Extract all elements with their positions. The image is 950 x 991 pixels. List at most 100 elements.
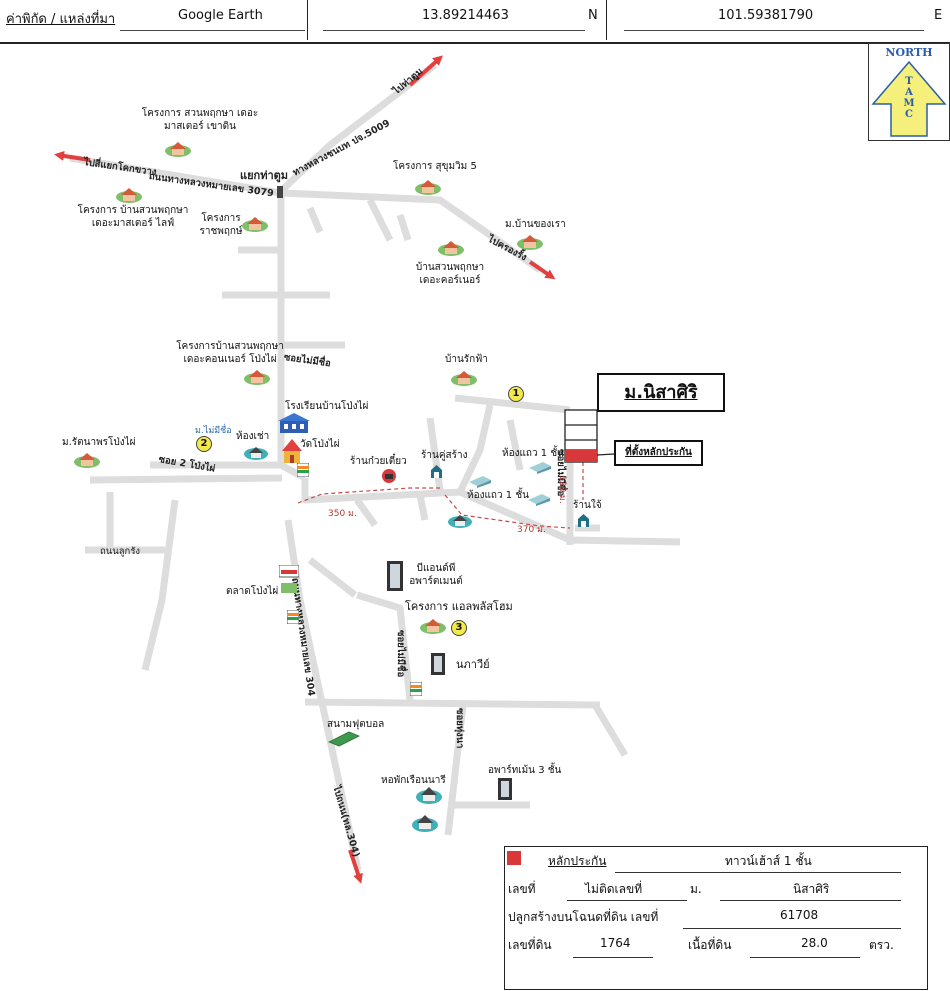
shophouse-icon [528,494,550,506]
compass-north-label: NORTH [885,46,933,59]
legend-deed-value: 61708 [780,908,819,922]
road-5009 [279,62,438,193]
place-label: ห้องแถว 1 ชั้น [502,448,564,459]
arrow-west [54,150,91,162]
noodle-shop-icon [382,469,396,483]
dist-line-370 [444,494,571,529]
legend-number-label: เลขที่ [508,882,536,896]
place-label: โครงการ ราชพฤกษ์ [199,213,243,237]
village-icon [165,142,191,157]
coordinate-source-label: ค่าพิกัด / แหล่งที่มา [6,12,116,27]
place-label: โครงการบ้านสวนพฤกษา เดอะคอนเนอร์ โป่งไผ่ [176,341,284,365]
road-network [54,55,681,884]
legend-land-number-value: 1764 [600,936,631,950]
marker-badge-2: 2 [196,436,212,452]
place-label: ตลาดโป่งไผ่ [226,586,279,597]
place-label: โครงการ สวนพฤกษา เดอะมาสเตอร์ เขาดิน [141,108,259,132]
place-label: ม.รัตนาพรโป่งไผ่ [62,437,136,448]
convenience-store-icon [410,682,422,696]
place-label: ร้านใจ้ [573,500,602,511]
legend-village-value: นิสาศิริ [793,882,830,896]
marker-badge-3: 3 [451,620,467,636]
place-label: ร้านก๋วยเตี๋ยว [350,456,407,467]
place-label: โครงการ บ้านสวนพฤกษา เดอะมาสเตอร์ ไลฟ์ [77,205,189,229]
village-icon [415,180,441,195]
shophouse-icon [529,462,551,474]
apartment-icon [387,561,403,591]
place-label: ห้องเช่า [236,431,270,442]
road-3079-west [69,154,281,197]
legend-area-unit: ตรว. [869,938,894,952]
arrow-north [408,55,443,87]
legend-area-value: 28.0 [801,936,828,950]
place-label: โรงเรียนบ้านโป่งไผ่ [285,401,369,412]
north-compass: NORTH T A M C [868,43,950,141]
rental-room-icon [448,515,472,528]
place-label: หอพักเรือนนารี [381,775,446,786]
place-label: โครงการ สุขุมวิม 5 [393,161,477,172]
apartment-icon [431,653,445,675]
distance-label: 120 ม. [557,475,567,504]
village-icon [116,188,142,203]
place-label: ม.ไม่มีชื่อ [195,426,232,436]
village-icon [242,217,268,232]
road-label: ซอยไม่มีชื่อ [395,630,406,678]
legend-land-number-label: เลขที่ดิน [508,938,552,952]
legend-type-label: หลักประกัน [548,854,607,868]
place-label: ร้านคู่สร้าง [421,450,468,461]
store-icon [431,465,442,478]
compass-letter: A [905,87,913,98]
convenience-store-icon [297,463,309,477]
school-icon [278,413,310,433]
compass-letter: T [905,76,913,87]
collateral-plot [565,450,597,462]
longitude-value: 101.59381790 [718,8,814,23]
road-label: ซอยทุ่งนา [454,708,465,749]
legend-village-label: ม. [690,882,702,896]
collateral-legend: หลักประกัน ทาวน์เฮ้าส์ 1 ชั้น เลขที่ ไม่… [504,846,928,990]
compass-letter: M [903,98,915,109]
place-label: สนามฟุตบอล [327,719,385,730]
target-village-title: ม.นิสาศิริ [597,373,725,412]
place-label: ห้องแถว 1 ชั้น [467,490,529,501]
collateral-swatch [507,851,521,865]
village-icon [451,371,477,386]
intersection-label: แยกท่าตูม [240,169,289,182]
arrow-east [528,260,556,280]
dormitory-icon [416,787,442,804]
temple-icon [282,439,302,463]
latitude-direction: N [588,8,598,23]
legend-deed-label: ปลูกสร้างบนโฉนดที่ดิน เลขที่ [508,910,659,924]
arrow-south [348,849,363,884]
compass-letter: C [905,109,913,120]
apartment-icon [498,778,512,800]
place-label: บ้านรักฟ้า [445,354,488,365]
football-field-icon [328,731,360,747]
road-label: ถนนลูกรัง [100,546,141,557]
north-arrow-icon [871,60,947,137]
rental-room-icon [244,447,268,460]
place-label: โครงการ แอลพลัสโฮม [405,600,513,613]
dormitory-icon [412,815,438,832]
village-icon [517,235,543,250]
place-label: อพาร์ทเม้น 3 ชั้น [488,765,562,776]
legend-type-value: ทาวน์เฮ้าส์ 1 ชั้น [725,854,812,868]
village-icon [420,619,446,634]
collateral-location-label: ที่ตั้งหลักประกัน [614,440,703,466]
marker-badge-1: 1 [508,386,524,402]
market-icon [279,565,299,593]
village-icon [438,241,464,256]
source-value: Google Earth [178,8,263,23]
place-label: ม.บ้านของเรา [505,219,566,230]
location-map: NORTH T A M C ไปท่าตูม ทางหลวงชนบท ปจ.50… [0,42,950,991]
road-304 [284,519,362,871]
store-icon [578,514,589,527]
place-label: วัดโป่งไผ่ [300,439,340,450]
shophouse-icon [469,476,491,488]
legend-number-value: ไม่ติดเลขที่ [585,882,643,896]
distance-label: 370 ม. [517,525,546,535]
distance-label: 350 ม. [328,509,357,519]
latitude-value: 13.89214463 [422,8,509,23]
coordinate-header: ค่าพิกัด / แหล่งที่มา Google Earth 13.89… [0,0,950,44]
place-label: นภาวีย์ [456,658,490,671]
